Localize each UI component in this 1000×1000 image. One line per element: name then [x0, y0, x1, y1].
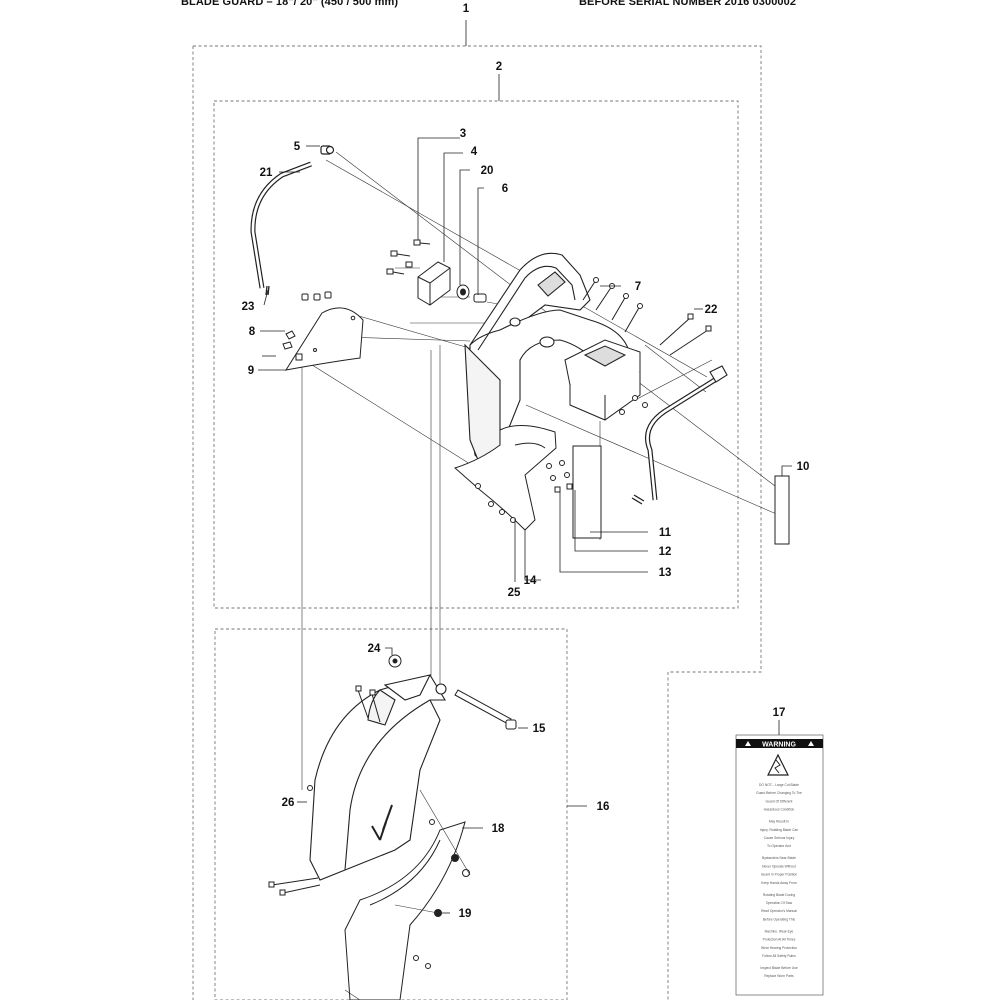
callout-4: 4 — [471, 146, 478, 158]
callout-11: 11 — [659, 527, 672, 539]
warning-label-line: DO NOT... Large Cut Blade — [759, 783, 799, 787]
warning-label-line: Replace Worn Parts — [764, 974, 794, 978]
warning-label-line: Inspect Blade Before Use — [760, 966, 798, 970]
callout-3: 3 — [460, 128, 466, 140]
callout-19: 19 — [459, 908, 472, 920]
plate-part-11 — [572, 445, 602, 539]
bushing-part-20 — [456, 284, 470, 300]
callout-13: 13 — [659, 567, 672, 579]
callout-1: 1 — [463, 3, 470, 15]
warning-label-title: WARNING — [762, 742, 796, 749]
connector-fitting — [709, 365, 728, 383]
pin-part-15 — [454, 689, 517, 730]
warning-label-line: Wear Hearing Protection — [761, 946, 797, 950]
callout-17: 17 — [773, 707, 786, 719]
callout-15: 15 — [533, 723, 546, 735]
callout-24: 24 — [368, 643, 381, 655]
mounting-bracket — [564, 339, 641, 421]
callout-9: 9 — [248, 365, 254, 377]
warning-label-line: May Result In — [769, 820, 789, 824]
nut-part-24 — [388, 654, 402, 668]
warning-label-line: Operation Of Saw — [766, 901, 793, 905]
warning-label-line: To Operator And — [767, 844, 791, 848]
callout-7: 7 — [635, 281, 641, 293]
callout-16: 16 — [597, 801, 610, 813]
flap-part-18 — [344, 821, 466, 1000]
warning-label-line: Read Operator's Manual — [761, 909, 797, 913]
callout-14: 14 — [524, 575, 537, 587]
assembly-2-boundary — [213, 100, 739, 609]
bolts-part-22 — [659, 313, 712, 356]
callout-10: 10 — [797, 461, 810, 473]
nuts-part-19 — [413, 819, 470, 969]
bolts-part-7 — [582, 277, 643, 333]
spacer-part-6 — [473, 293, 487, 303]
flap-part-14 — [454, 425, 557, 531]
warning-label-line: Injury. Rotating Blade Can — [760, 828, 798, 832]
warning-label-line: Protection At All Times — [763, 938, 796, 942]
assembly-1-boundary — [192, 45, 762, 1000]
washers-part-12 — [546, 460, 570, 481]
warning-label-line: Hazardous Condition — [764, 808, 795, 812]
screws-part-25 — [475, 483, 516, 523]
warning-label-line: Before Operating This — [763, 917, 796, 921]
callout-12: 12 — [659, 546, 672, 558]
warning-label-line: Rotating Blade During — [763, 893, 795, 897]
callout-8: 8 — [249, 326, 256, 338]
screws-part-13 — [554, 483, 573, 493]
callout-25: 25 — [508, 587, 521, 599]
warning-label-line: Bystanders Near Blade — [762, 856, 796, 860]
label-part-10 — [774, 475, 790, 545]
callout-18: 18 — [492, 823, 505, 835]
warning-label-line: Guard Before Changing To The — [756, 791, 802, 795]
callout-2: 2 — [496, 61, 502, 73]
warning-label-line: Never Operate Without — [762, 864, 796, 868]
bracket-part-4 — [417, 261, 451, 306]
callout-26: 26 — [282, 797, 295, 809]
handle-rod-part-21 — [250, 161, 312, 296]
warning-label-line: Machine. Wear Eye — [765, 929, 794, 933]
warning-label-line: Follow All Safety Rules — [762, 954, 796, 958]
assembly-16-boundary — [214, 628, 568, 1000]
bolts-part-8 — [282, 291, 332, 361]
bolts-part-3 — [386, 239, 431, 275]
screws-part-26 — [268, 685, 381, 896]
callout-20: 20 — [481, 165, 494, 177]
warning-label-line: Guard In Proper Position — [761, 873, 797, 877]
warning-label-line: Keep Hands Away From — [761, 881, 797, 885]
diagram-title: BLADE GUARD – 18"/ 20" (450 / 500 mm) — [181, 0, 399, 8]
callout-6: 6 — [502, 183, 508, 195]
serial-number-note: BEFORE SERIAL NUMBER 2016 0300002 — [579, 0, 797, 8]
connector-rod — [631, 375, 720, 505]
cover-plate-part-9 — [284, 307, 364, 371]
callout-21: 21 — [260, 167, 273, 179]
callout-23: 23 — [242, 301, 255, 313]
warning-label-line: Cause Serious Injury — [764, 836, 795, 840]
warning-label-line: Guard Of Different — [766, 799, 793, 803]
callout-22: 22 — [705, 304, 718, 316]
lower-guard-part-16 — [309, 674, 447, 881]
fitting-part-5 — [320, 145, 335, 155]
callout-5: 5 — [294, 141, 301, 153]
